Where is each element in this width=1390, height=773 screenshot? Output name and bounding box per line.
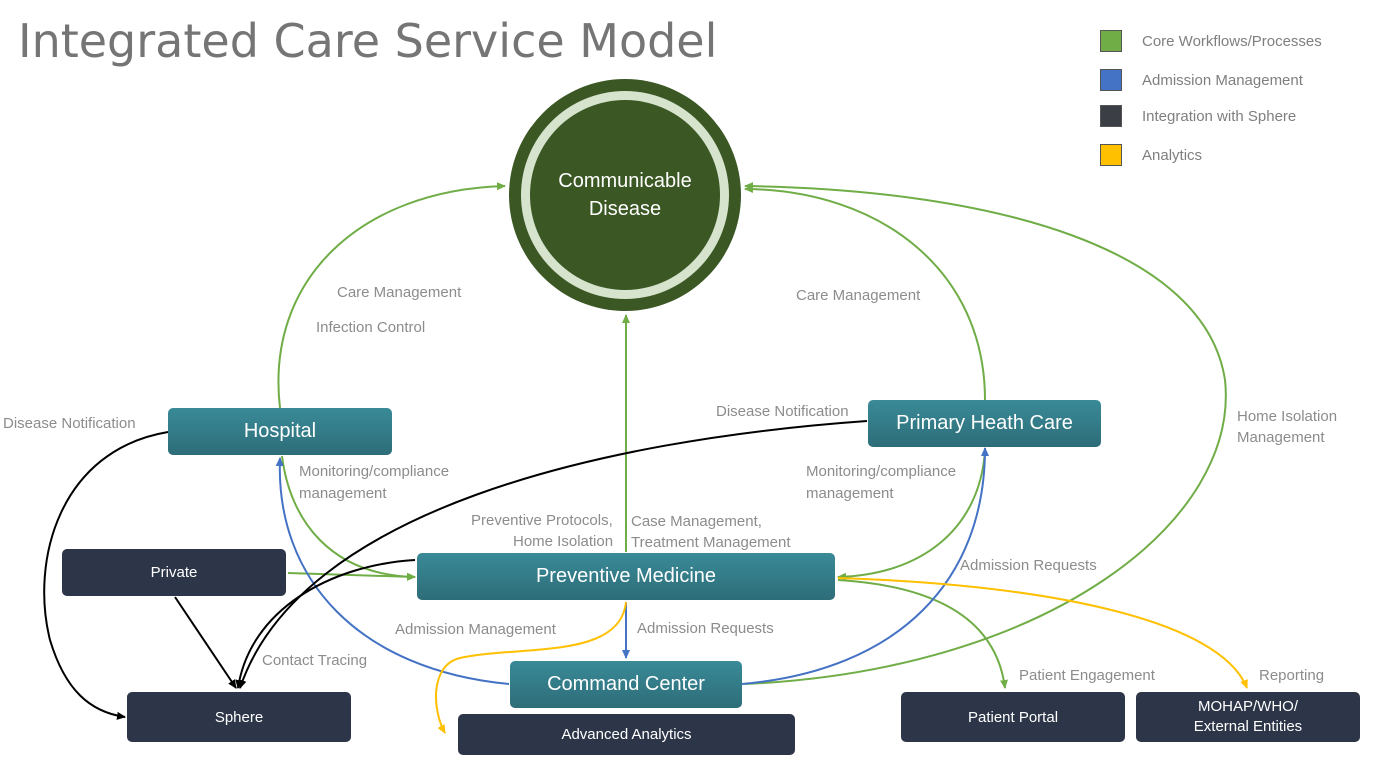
- edge-preventive-sphere: [235, 559, 416, 689]
- legend-swatch-blue: [1100, 69, 1122, 91]
- private-node[interactable]: Private: [62, 549, 286, 596]
- patient-portal-node[interactable]: Patient Portal: [901, 692, 1125, 742]
- label-preventive-protocols-2: Home Isolation: [513, 533, 614, 550]
- edge-preventive-portal: [837, 579, 1008, 689]
- label-patient-engagement: Patient Engagement: [1019, 667, 1155, 684]
- edge-hospital-preventive: [281, 455, 416, 581]
- label-monitoring-right-1: Monitoring/compliance: [806, 463, 957, 480]
- mohap-line2: External Entities: [1193, 718, 1303, 735]
- legend-item-core: Core Workflows/Processes: [1100, 30, 1380, 54]
- legend-swatch-yellow: [1100, 144, 1122, 166]
- label-case-management-2: Treatment Management: [631, 534, 791, 551]
- label-preventive-protocols-1: Preventive Protocols,: [471, 512, 613, 529]
- edge-preventive-analytics: [435, 601, 627, 734]
- legend-label: Core Workflows/Processes: [1142, 33, 1322, 50]
- legend-label: Analytics: [1142, 147, 1203, 164]
- edge-primary-center: [744, 185, 986, 401]
- page-title: Integrated Care Service Model: [18, 14, 718, 68]
- sphere-node[interactable]: Sphere: [127, 692, 351, 742]
- preventive-medicine-node[interactable]: Preventive Medicine: [417, 553, 835, 600]
- edge-hospital-sphere: [43, 431, 169, 720]
- legend-item-analytics: Analytics: [1100, 144, 1380, 168]
- center-label-line2: Disease: [588, 198, 662, 220]
- label-disease-notification-left: Disease Notification: [3, 415, 136, 432]
- label-care-management-right: Care Management: [796, 287, 921, 304]
- edge-primary-sphere: [238, 420, 868, 689]
- center-label-line1: Communicable: [558, 170, 692, 192]
- hospital-node[interactable]: Hospital: [168, 408, 392, 455]
- edge-private-preventive: [287, 572, 416, 581]
- mohap-node[interactable]: MOHAP/WHO/ External Entities: [1136, 692, 1360, 742]
- communicable-disease-node[interactable]: Communicable Disease: [530, 100, 720, 290]
- legend-item-sphere: Integration with Sphere: [1100, 105, 1380, 129]
- label-admission-requests-center: Admission Requests: [637, 620, 774, 637]
- mohap-line1: MOHAP/WHO/: [1198, 698, 1298, 715]
- legend-swatch-dark: [1100, 105, 1122, 127]
- legend-swatch-green: [1100, 30, 1122, 52]
- edge-command-hospital: [275, 457, 510, 685]
- advanced-analytics-node[interactable]: Advanced Analytics: [458, 714, 795, 755]
- label-reporting: Reporting: [1259, 667, 1325, 684]
- label-monitoring-left-2: management: [299, 485, 387, 502]
- command-center-node[interactable]: Command Center: [510, 661, 742, 708]
- label-monitoring-right-2: management: [806, 485, 894, 502]
- label-infection-control: Infection Control: [316, 319, 426, 336]
- label-case-management-1: Case Management,: [631, 513, 762, 530]
- legend-item-admission: Admission Management: [1100, 69, 1380, 93]
- edge-primary-preventive: [837, 449, 986, 581]
- primary-health-care-node[interactable]: Primary Heath Care: [868, 400, 1101, 447]
- label-monitoring-left-1: Monitoring/compliance: [299, 463, 450, 480]
- label-disease-notification-right: Disease Notification: [716, 403, 849, 420]
- edge-command-primary: [741, 447, 989, 685]
- label-home-isolation-2: Management: [1237, 429, 1325, 446]
- label-admission-requests-right: Admission Requests: [960, 557, 1097, 574]
- edge-private-sphere: [174, 596, 237, 689]
- label-home-isolation-1: Home Isolation: [1237, 408, 1338, 425]
- label-admission-management: Admission Management: [395, 621, 556, 638]
- edge-preventive-mohap: [837, 577, 1248, 689]
- edge-hospital-center: [277, 182, 506, 409]
- label-care-management-left: Care Management: [337, 284, 462, 301]
- legend-label: Admission Management: [1142, 72, 1303, 89]
- label-contact-tracing: Contact Tracing: [262, 652, 368, 669]
- legend-label: Integration with Sphere: [1142, 108, 1297, 125]
- edge-command-center: [744, 182, 1227, 685]
